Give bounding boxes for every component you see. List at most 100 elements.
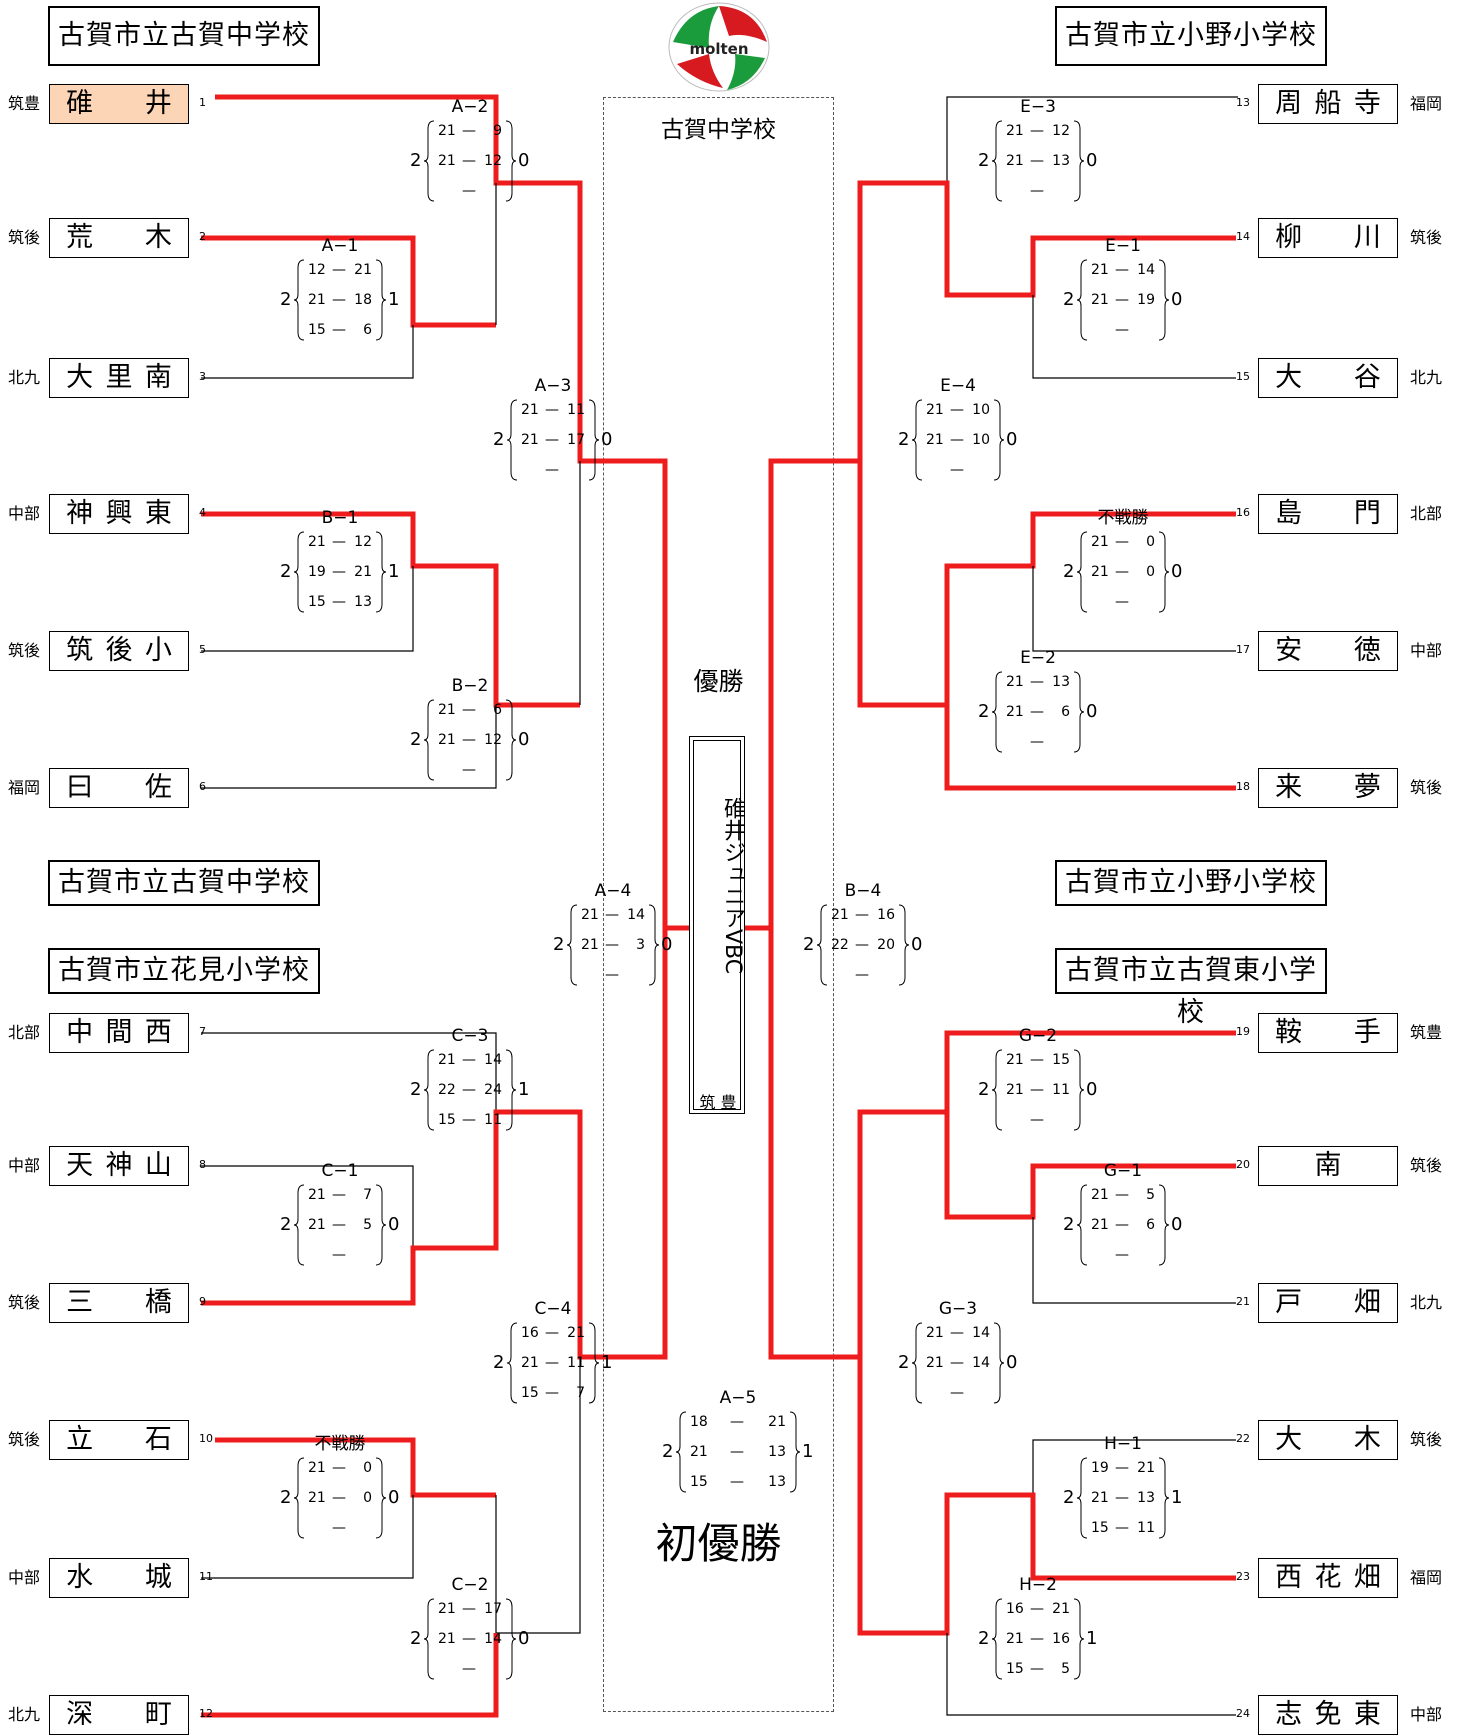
set-dash: — — [332, 1490, 346, 1506]
set-score-left: 21 — [1091, 1490, 1109, 1506]
set-score-right: 13 — [768, 1444, 786, 1460]
set-score-left: 21 — [308, 1187, 326, 1203]
team-seed: 3 — [199, 370, 206, 384]
sets-won-right: 0 — [1171, 1215, 1182, 1235]
set-dash: — — [1115, 1217, 1129, 1233]
set-dash: — — [950, 1385, 964, 1401]
set-score-left: 21 — [438, 1631, 456, 1647]
set-score-left: 15 — [308, 322, 326, 338]
set-score-left: 21 — [1006, 1052, 1024, 1068]
team-box: 周船寺 — [1258, 84, 1398, 124]
set-score-left: 21 — [308, 1460, 326, 1476]
sets-won-right: 0 — [518, 730, 529, 750]
sets-won-left: 2 — [1063, 1215, 1074, 1235]
team-seed: 22 — [1236, 1432, 1250, 1446]
team-region: 筑後 — [8, 228, 40, 248]
set-dash: — — [545, 1355, 559, 1371]
set-score-right: 16 — [877, 907, 895, 923]
set-score-left: 21 — [521, 402, 539, 418]
match-label: A−5 — [693, 1388, 783, 1408]
set-dash: — — [462, 1082, 476, 1098]
team-box: 曰 佐 — [49, 768, 189, 808]
team-box: 来 夢 — [1258, 768, 1398, 808]
set-score-left: 16 — [521, 1325, 539, 1341]
team-region: 北部 — [1410, 504, 1442, 524]
sets-won-left: 2 — [280, 1215, 291, 1235]
set-score-left: 21 — [1091, 262, 1109, 278]
team-seed: 13 — [1236, 96, 1250, 110]
set-score-right: 9 — [484, 123, 502, 139]
team-seed: 5 — [199, 643, 206, 657]
set-score-right: 7 — [567, 1385, 585, 1401]
set-score-left: 21 — [308, 292, 326, 308]
set-dash: — — [1030, 153, 1044, 169]
team-region: 北九 — [1410, 1293, 1442, 1313]
set-score-right: 5 — [354, 1217, 372, 1233]
team-region: 筑後 — [1410, 1156, 1442, 1176]
set-dash: — — [332, 262, 346, 278]
set-score-left: 21 — [438, 732, 456, 748]
team-box: 水 城 — [49, 1558, 189, 1598]
set-dash: — — [462, 123, 476, 139]
set-score-right: 6 — [354, 322, 372, 338]
set-score-left: 21 — [1091, 1187, 1109, 1203]
set-score-left: 16 — [1006, 1601, 1024, 1617]
set-score-right: 0 — [1137, 564, 1155, 580]
team-seed: 24 — [1236, 1707, 1250, 1721]
set-score-right: 5 — [1052, 1661, 1070, 1677]
set-dash: — — [950, 1325, 964, 1341]
set-score-left: 21 — [1006, 1082, 1024, 1098]
team-seed: 6 — [199, 780, 206, 794]
team-region: 筑豊 — [8, 94, 40, 114]
set-score-right: 11 — [1137, 1520, 1155, 1536]
sets-won-left: 2 — [978, 151, 989, 171]
team-box: 筑後小 — [49, 631, 189, 671]
set-score-right: 15 — [1052, 1052, 1070, 1068]
team-seed: 19 — [1236, 1025, 1250, 1039]
set-score-right: 11 — [567, 1355, 585, 1371]
set-score-right: 13 — [1052, 153, 1070, 169]
set-dash: — — [545, 402, 559, 418]
team-region: 福岡 — [1410, 94, 1442, 114]
set-score-right: 14 — [627, 907, 645, 923]
match-label: E−4 — [913, 376, 1003, 396]
winner-path — [201, 928, 665, 1357]
set-dash: — — [1030, 1661, 1044, 1677]
set-score-left: 21 — [438, 702, 456, 718]
team-seed: 11 — [199, 1570, 213, 1584]
set-score-right: 21 — [1137, 1460, 1155, 1476]
set-score-left: 12 — [308, 262, 326, 278]
sets-won-right: 0 — [388, 1215, 399, 1235]
set-dash: — — [605, 967, 619, 983]
set-score-right: 0 — [354, 1460, 372, 1476]
set-dash: — — [462, 732, 476, 748]
set-score-right: 21 — [1052, 1601, 1070, 1617]
set-score-right: 21 — [567, 1325, 585, 1341]
team-region: 筑後 — [1410, 228, 1442, 248]
sets-won-left: 2 — [662, 1442, 673, 1462]
winner-path — [201, 514, 580, 705]
set-dash: — — [332, 1460, 346, 1476]
set-score-right: 18 — [354, 292, 372, 308]
set-score-right: 13 — [1052, 674, 1070, 690]
set-score-right: 6 — [1052, 704, 1070, 720]
set-dash: — — [462, 762, 476, 778]
set-score-left: 19 — [308, 564, 326, 580]
set-score-left: 15 — [308, 594, 326, 610]
set-score-right: 6 — [1137, 1217, 1155, 1233]
set-score-right: 11 — [567, 402, 585, 418]
team-seed: 10 — [199, 1432, 213, 1446]
set-dash: — — [332, 534, 346, 550]
set-dash: — — [950, 402, 964, 418]
sets-won-left: 2 — [1063, 1488, 1074, 1508]
team-seed: 9 — [199, 1295, 206, 1309]
set-dash: — — [545, 462, 559, 478]
set-dash: — — [545, 1325, 559, 1341]
team-box: 深 町 — [49, 1695, 189, 1735]
set-score-right: 6 — [484, 702, 502, 718]
sets-won-left: 2 — [978, 1629, 989, 1649]
set-score-right: 14 — [972, 1325, 990, 1341]
set-dash: — — [462, 153, 476, 169]
set-score-right: 14 — [972, 1355, 990, 1371]
team-seed: 7 — [199, 1025, 206, 1039]
